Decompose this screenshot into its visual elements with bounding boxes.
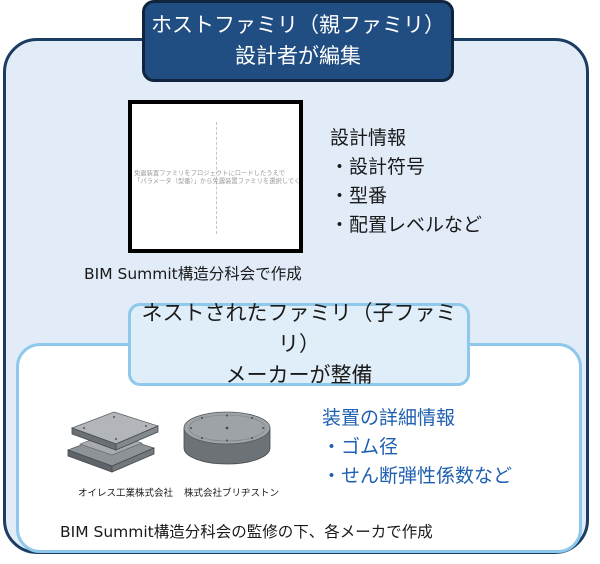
host-family-title-line2: 設計者が編集	[235, 44, 361, 68]
product-images: オイレス工業株式会社 株式会社ブリヂストン	[62, 398, 284, 508]
round-isolator-illustration	[183, 411, 271, 465]
design-info-heading: 設計情報	[330, 127, 407, 149]
preview-text: 免震装置ファミリをプロジェクトにロードしたうえで 「パラメータ（型番）」から免震…	[134, 170, 301, 186]
device-detail-item: ・ゴム径	[322, 436, 399, 458]
square-isolator-illustration	[66, 411, 160, 473]
design-info-item: ・設計符号	[330, 156, 426, 178]
preview-reference-line	[216, 122, 217, 234]
design-info: 設計情報 ・設計符号 ・型番 ・配置レベルなど	[330, 124, 482, 240]
host-family-credit: BIM Summit構造分科会で作成	[84, 265, 302, 283]
maker-label-oiles: オイレス工業株式会社	[78, 488, 174, 499]
preview-text-line1: 免震装置ファミリをプロジェクトにロードしたうえで	[134, 170, 285, 177]
device-detail-heading: 装置の詳細情報	[322, 407, 456, 429]
preview-text-line2: 「パラメータ（型番）」から免震装置ファミリを選択してください。	[134, 178, 301, 185]
device-detail-info: 装置の詳細情報 ・ゴム径 ・せん断弾性係数など	[322, 404, 512, 491]
maker-label-bridgestone: 株式会社ブリヂストン	[184, 488, 280, 499]
nested-family-title-line1: ネストされたファミリ（子ファミリ）	[141, 301, 457, 356]
design-info-item: ・配置レベルなど	[330, 214, 483, 236]
device-detail-item: ・せん断弾性係数など	[322, 465, 513, 487]
host-family-title: ホストファミリ（親ファミリ） 設計者が編集	[142, 0, 454, 82]
host-family-preview: 免震装置ファミリをプロジェクトにロードしたうえで 「パラメータ（型番）」から免震…	[128, 100, 303, 253]
host-family-title-line1: ホストファミリ（親ファミリ）	[151, 13, 445, 37]
product-illustrations	[66, 411, 271, 473]
nested-family-title: ネストされたファミリ（子ファミリ） メーカーが整備	[128, 301, 470, 387]
design-info-item: ・型番	[330, 185, 388, 207]
nested-family-credit: BIM Summit構造分科会の監修の下、各メーカで作成	[60, 523, 433, 541]
nested-family-title-line2: メーカーが整備	[225, 363, 373, 387]
